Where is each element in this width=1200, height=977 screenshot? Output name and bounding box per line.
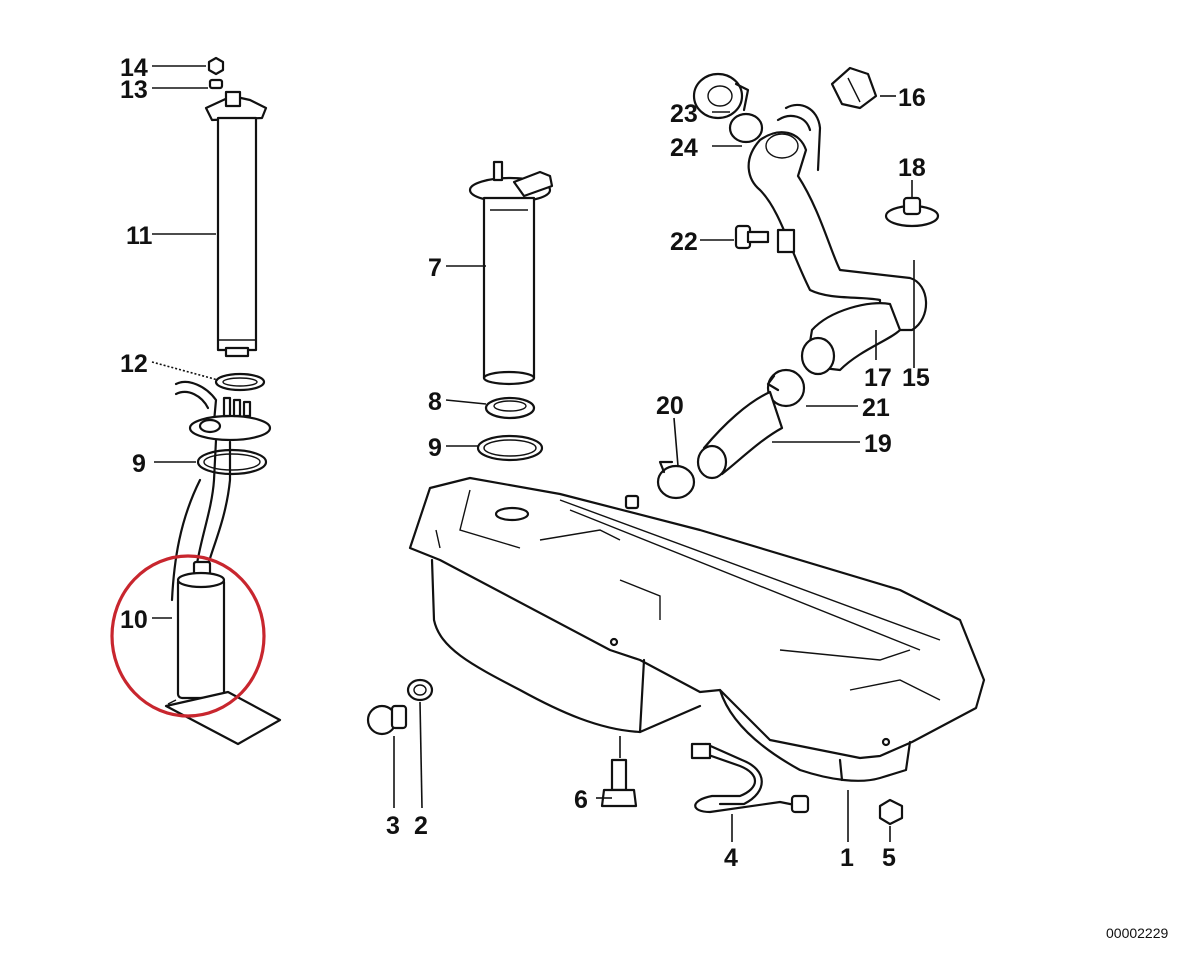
callout-21: 21 bbox=[862, 394, 890, 422]
part-10-pump-assembly[interactable] bbox=[164, 380, 282, 746]
part-18-grommet[interactable] bbox=[884, 196, 940, 228]
part-9-ring-left[interactable] bbox=[196, 448, 268, 476]
part-11-sender-tube[interactable] bbox=[204, 90, 268, 358]
callout-14: 14 bbox=[120, 54, 148, 82]
document-id: 00002229 bbox=[1106, 925, 1169, 941]
callout-17: 17 bbox=[864, 364, 892, 392]
callout-9-center: 9 bbox=[428, 434, 442, 462]
callout-8: 8 bbox=[428, 388, 442, 416]
callout-16: 16 bbox=[898, 84, 926, 112]
highlight-circle-part-10 bbox=[110, 554, 266, 718]
part-12-ring[interactable] bbox=[214, 372, 266, 392]
part-5-nut[interactable] bbox=[878, 798, 904, 826]
callout-7: 7 bbox=[428, 254, 442, 282]
part-13-washer[interactable] bbox=[208, 78, 224, 90]
part-23-cap[interactable] bbox=[692, 72, 750, 120]
part-1-fuel-tank[interactable] bbox=[408, 476, 986, 782]
leader-lines bbox=[151, 65, 915, 842]
callout-24: 24 bbox=[670, 134, 698, 162]
callout-22: 22 bbox=[670, 228, 698, 256]
part-20-clamp[interactable] bbox=[656, 460, 696, 500]
part-16-flap[interactable] bbox=[830, 66, 878, 110]
part-19-hose[interactable] bbox=[696, 390, 784, 480]
callout-5: 5 bbox=[882, 844, 896, 872]
callout-18: 18 bbox=[898, 154, 926, 182]
callout-12: 12 bbox=[120, 350, 148, 378]
callout-9-left: 9 bbox=[132, 450, 146, 478]
part-7-level-sender[interactable] bbox=[468, 160, 554, 386]
part-9-ring-center[interactable] bbox=[476, 434, 544, 462]
callout-13: 13 bbox=[120, 76, 148, 104]
part-3-drain-plug[interactable] bbox=[366, 704, 408, 736]
part-14-nut[interactable] bbox=[207, 56, 225, 76]
callout-15: 15 bbox=[902, 364, 930, 392]
callout-4: 4 bbox=[724, 844, 738, 872]
callout-19: 19 bbox=[864, 430, 892, 458]
callout-2: 2 bbox=[414, 812, 428, 840]
part-24-ring[interactable] bbox=[728, 112, 764, 144]
callout-10: 10 bbox=[120, 606, 148, 634]
part-17-hose[interactable] bbox=[800, 302, 902, 376]
part-2-seal-ring[interactable] bbox=[406, 678, 434, 702]
callout-6: 6 bbox=[574, 786, 588, 814]
part-15-filler-neck[interactable] bbox=[747, 103, 928, 332]
part-21-clamp[interactable] bbox=[766, 368, 806, 408]
callout-20: 20 bbox=[656, 392, 684, 420]
part-6-bolt[interactable] bbox=[600, 758, 638, 808]
part-8-seal[interactable] bbox=[484, 396, 536, 420]
callout-1: 1 bbox=[840, 844, 854, 872]
callout-11: 11 bbox=[126, 222, 153, 250]
callout-3: 3 bbox=[386, 812, 400, 840]
callout-23: 23 bbox=[670, 100, 698, 128]
part-22-screw[interactable] bbox=[734, 224, 796, 254]
part-4-fuel-line[interactable] bbox=[690, 742, 810, 814]
